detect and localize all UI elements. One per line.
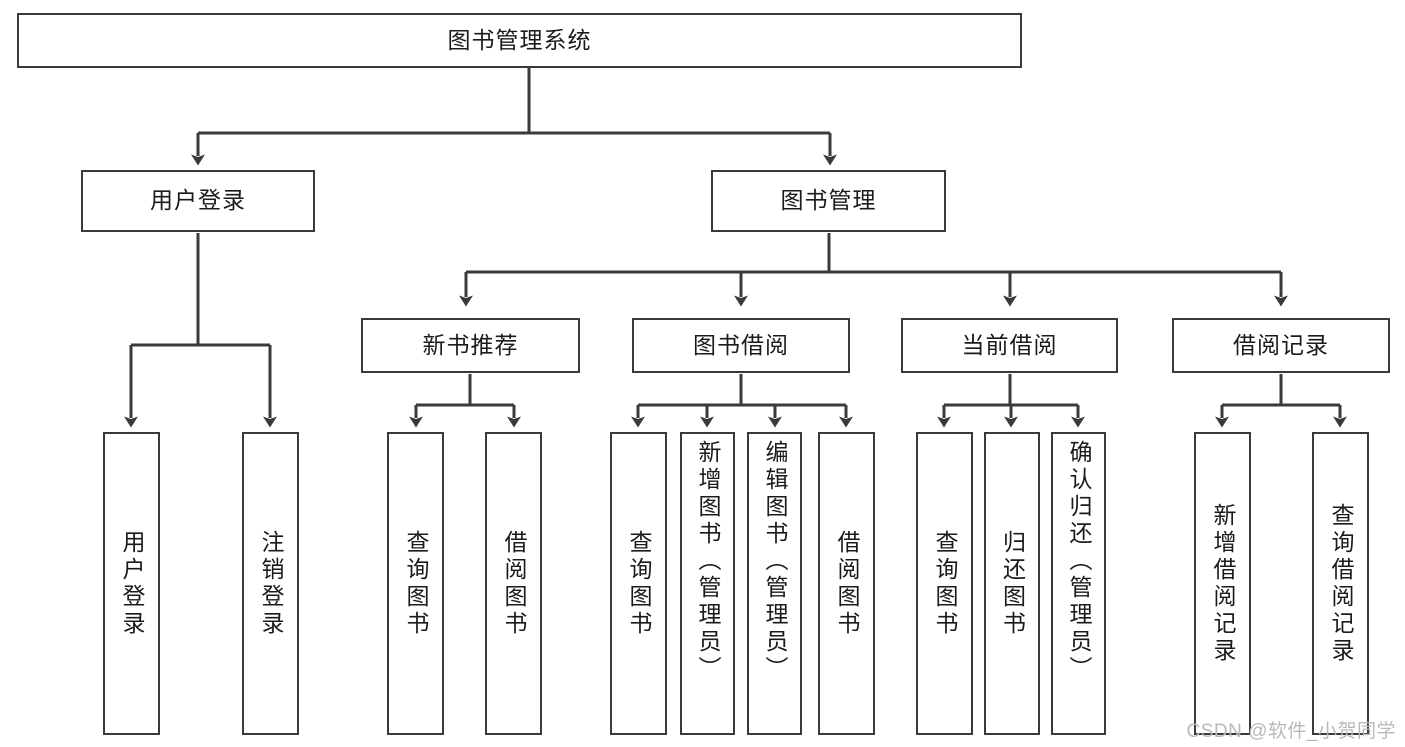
leaf-return-book-label: 归还图书 xyxy=(999,529,1026,638)
leaf-query-book-2[interactable]: 查询图书 xyxy=(610,432,667,735)
node-book-borrow-label: 图书借阅 xyxy=(693,331,789,358)
leaf-return-book[interactable]: 归还图书 xyxy=(984,432,1040,735)
leaf-confirm-return-admin-label: 确认归还（管理员） xyxy=(1066,440,1092,683)
node-new-book-recommend[interactable]: 新书推荐 xyxy=(361,318,580,373)
leaf-borrow-book-1[interactable]: 借阅图书 xyxy=(485,432,542,735)
node-borrow-record[interactable]: 借阅记录 xyxy=(1172,318,1390,373)
leaf-add-borrow-record-label: 新增借阅记录 xyxy=(1210,502,1236,665)
node-root[interactable]: 图书管理系统 xyxy=(17,13,1022,68)
leaf-query-borrow-record-label: 查询借阅记录 xyxy=(1328,502,1354,665)
leaf-add-book-admin-label: 新增图书（管理员） xyxy=(695,440,721,683)
leaf-query-book-3-label: 查询图书 xyxy=(932,529,958,638)
leaf-query-book-3[interactable]: 查询图书 xyxy=(916,432,973,735)
leaf-query-book-2-label: 查询图书 xyxy=(626,529,652,638)
leaf-add-book-admin[interactable]: 新增图书（管理员） xyxy=(680,432,735,735)
node-user-login-label: 用户登录 xyxy=(150,187,246,214)
leaf-logout[interactable]: 注销登录 xyxy=(242,432,299,735)
leaf-borrow-book-1-label: 借阅图书 xyxy=(501,529,527,638)
node-user-login[interactable]: 用户登录 xyxy=(81,170,315,232)
leaf-user-login[interactable]: 用户登录 xyxy=(103,432,160,735)
node-new-book-recommend-label: 新书推荐 xyxy=(422,331,519,358)
node-book-manage-label: 图书管理 xyxy=(780,187,877,214)
leaf-query-borrow-record[interactable]: 查询借阅记录 xyxy=(1312,432,1369,735)
leaf-query-book-1[interactable]: 查询图书 xyxy=(387,432,444,735)
leaf-logout-label: 注销登录 xyxy=(258,529,284,638)
leaf-confirm-return-admin[interactable]: 确认归还（管理员） xyxy=(1051,432,1106,735)
leaf-edit-book-admin-label: 编辑图书（管理员） xyxy=(762,440,788,683)
leaf-query-book-1-label: 查询图书 xyxy=(403,529,429,638)
leaf-add-borrow-record[interactable]: 新增借阅记录 xyxy=(1194,432,1251,735)
node-book-manage[interactable]: 图书管理 xyxy=(711,170,946,232)
leaf-edit-book-admin[interactable]: 编辑图书（管理员） xyxy=(747,432,802,735)
leaf-user-login-label: 用户登录 xyxy=(119,529,145,638)
node-current-borrow-label: 当前借阅 xyxy=(961,331,1058,358)
node-current-borrow[interactable]: 当前借阅 xyxy=(901,318,1118,373)
node-borrow-record-label: 借阅记录 xyxy=(1233,331,1329,358)
node-book-borrow[interactable]: 图书借阅 xyxy=(632,318,850,373)
leaf-borrow-book-2[interactable]: 借阅图书 xyxy=(818,432,875,735)
leaf-borrow-book-2-label: 借阅图书 xyxy=(834,529,860,638)
node-root-label: 图书管理系统 xyxy=(447,26,592,53)
